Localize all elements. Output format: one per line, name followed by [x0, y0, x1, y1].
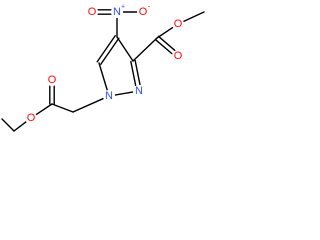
atom-o-nitro2: O: [86, 6, 98, 18]
atom-label-background: [111, 6, 123, 18]
atom-charge-label: -: [148, 4, 151, 11]
atom-o-ester2: O: [172, 18, 184, 30]
atom-label-background: [25, 112, 37, 124]
bond-c-et1-c-et2: [1, 118, 15, 132]
atom-o-ester1: O: [25, 112, 37, 124]
atom-label: N: [135, 85, 143, 97]
bond-c3-c4: [116, 36, 134, 62]
atom-label-background: [137, 6, 149, 18]
bonds-layer: [1, 9, 205, 132]
atom-label-background: [172, 50, 184, 62]
atom-o-carbonyl1: O: [46, 74, 58, 86]
atom-label-background: [172, 18, 184, 30]
atom-label: O: [139, 6, 148, 18]
bond-n1-n2: [114, 91, 134, 96]
atom-label: O: [174, 18, 183, 30]
atom-o-nitro1: O-: [137, 4, 151, 18]
bond-n2-c3-b: [130, 60, 137, 87]
atom-n2: N: [133, 85, 145, 97]
atom-label-background: [46, 74, 58, 86]
bond-c-carb2-c3: [132, 37, 158, 62]
bond-n2-c3-a: [134, 59, 141, 86]
atom-charge-label: +: [121, 4, 125, 11]
atom-label-background: [86, 6, 98, 18]
atom-label: O: [48, 74, 57, 86]
bond-c-carb2-o-carbonyl2-b: [157, 35, 176, 52]
atom-label-background: [133, 85, 145, 97]
atom-label: N: [105, 90, 113, 102]
bond-c-ch2-c-carb1: [51, 103, 74, 113]
atom-o-carbonyl2: O: [172, 50, 184, 62]
bond-c4-c5-a: [96, 35, 116, 63]
atom-label-background: [103, 90, 115, 102]
atom-n1: N: [103, 90, 115, 102]
bond-o-ester2-c-carb2: [156, 26, 174, 39]
bond-c-me1-o-ester2: [182, 11, 205, 23]
atom-label: O: [88, 6, 97, 18]
atom-label: O: [174, 50, 183, 62]
bond-c-carb2-o-carbonyl2-a: [154, 38, 173, 55]
atom-label: N: [113, 6, 121, 18]
bond-c4-c5-b: [100, 37, 120, 65]
bond-o-ester1-c-et1: [13, 120, 27, 132]
atom-label: O: [27, 112, 36, 124]
bond-c5-n1: [98, 62, 108, 91]
atom-n-nitro: N+: [111, 4, 125, 18]
bond-n1-c-ch2: [72, 97, 105, 113]
bond-c-carb1-o-ester1: [35, 103, 53, 116]
